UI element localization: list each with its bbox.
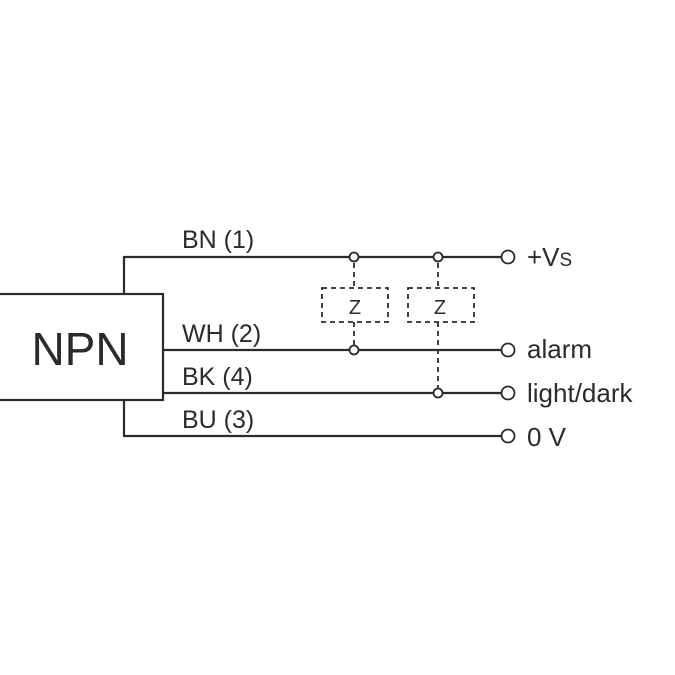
load-box-2 bbox=[407, 287, 475, 323]
junction-dot bbox=[432, 387, 444, 399]
npn-label: NPN bbox=[31, 323, 128, 375]
terminal-circle bbox=[500, 428, 516, 444]
npn-box bbox=[0, 292, 165, 402]
wire-label-wh: WH (2) bbox=[182, 320, 261, 348]
wire-bu bbox=[122, 400, 501, 438]
terminal-label-alarm: alarm bbox=[527, 334, 592, 364]
wire-bn bbox=[122, 255, 501, 294]
terminal-circle bbox=[500, 385, 516, 401]
wire-label-bk: BK (4) bbox=[182, 363, 253, 391]
wire-label-bu: BU (3) bbox=[182, 406, 254, 434]
terminal-label-light-dark: light/dark bbox=[527, 378, 633, 408]
load-box-1 bbox=[321, 287, 389, 323]
load-label-1: Z bbox=[349, 297, 361, 319]
junction-dot bbox=[432, 251, 444, 263]
terminal-circle bbox=[500, 342, 516, 358]
load-label-2: Z bbox=[434, 297, 446, 319]
terminal-label-vs: +VS bbox=[527, 242, 572, 272]
terminal-vs-sub: S bbox=[560, 250, 573, 271]
junction-dot bbox=[348, 344, 360, 356]
terminal-vs-main: +V bbox=[527, 242, 560, 272]
terminal-label-0v: 0 V bbox=[527, 422, 567, 452]
junction-dot bbox=[348, 251, 360, 263]
wire-label-bn: BN (1) bbox=[182, 226, 254, 254]
terminal-circle bbox=[500, 249, 516, 265]
